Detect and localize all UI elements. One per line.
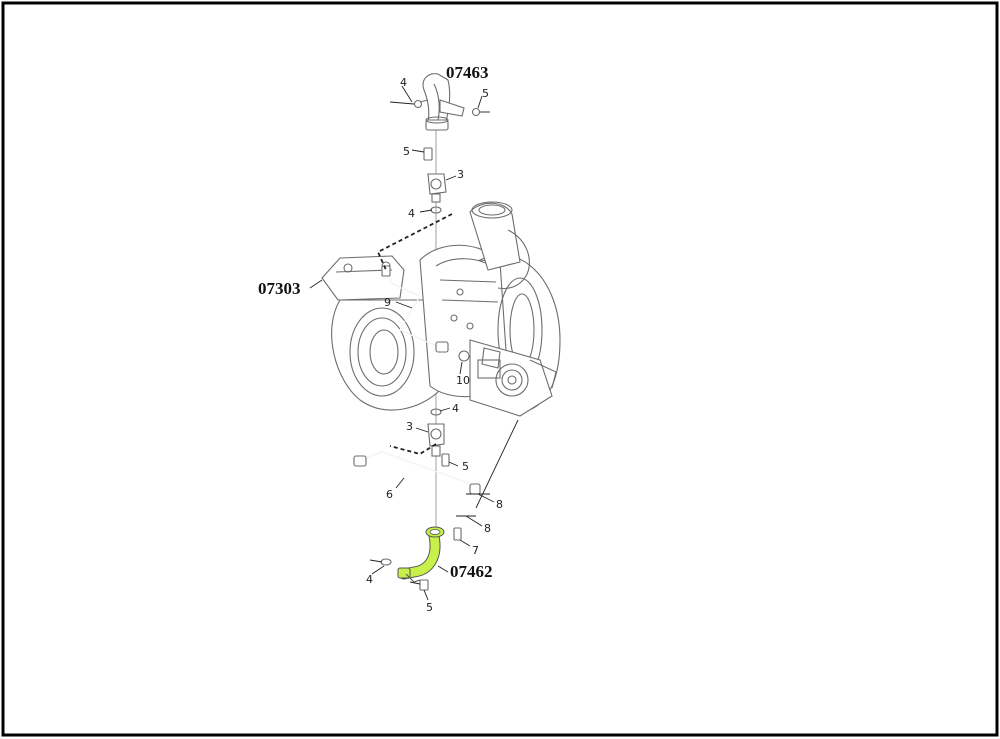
callout-4-low: 4	[452, 402, 459, 415]
label-07303: 07303	[258, 279, 301, 298]
label-07462: 07462	[450, 562, 493, 581]
callout-5-low: 5	[462, 460, 469, 473]
callout-3-top: 3	[457, 168, 464, 181]
turbocharger-07303[interactable]	[321, 201, 561, 417]
callout-4-mid: 4	[408, 207, 415, 220]
callout-8-a: 8	[496, 498, 503, 511]
callout-8-b: 8	[484, 522, 491, 535]
callout-5-top: 5	[482, 87, 489, 100]
banjo-fitting-low[interactable]	[427, 408, 450, 467]
guide-line-8	[475, 419, 519, 509]
callout-5-bot: 5	[426, 601, 433, 614]
callout-4-bot: 4	[366, 573, 373, 586]
callout-5-mid: 5	[403, 145, 410, 158]
dashed-connector-low	[389, 443, 437, 455]
oil-pipe-07463[interactable]	[413, 73, 481, 131]
callout-3-low: 3	[406, 420, 413, 433]
oil-feed-pipe-9[interactable]	[381, 265, 471, 362]
callout-9: 9	[384, 296, 391, 309]
banjo-fitting-top[interactable]	[423, 147, 447, 214]
oil-pipe-07462-highlighted[interactable]	[397, 526, 445, 583]
callout-10: 10	[456, 374, 470, 387]
callout-7: 7	[472, 544, 479, 557]
callout-4-top: 4	[400, 76, 407, 89]
callout-6: 6	[386, 488, 393, 501]
label-07463: 07463	[446, 63, 489, 82]
bottom-fasteners	[380, 527, 462, 591]
drain-pipe-6[interactable]	[353, 451, 481, 495]
leader-lines	[309, 85, 495, 601]
